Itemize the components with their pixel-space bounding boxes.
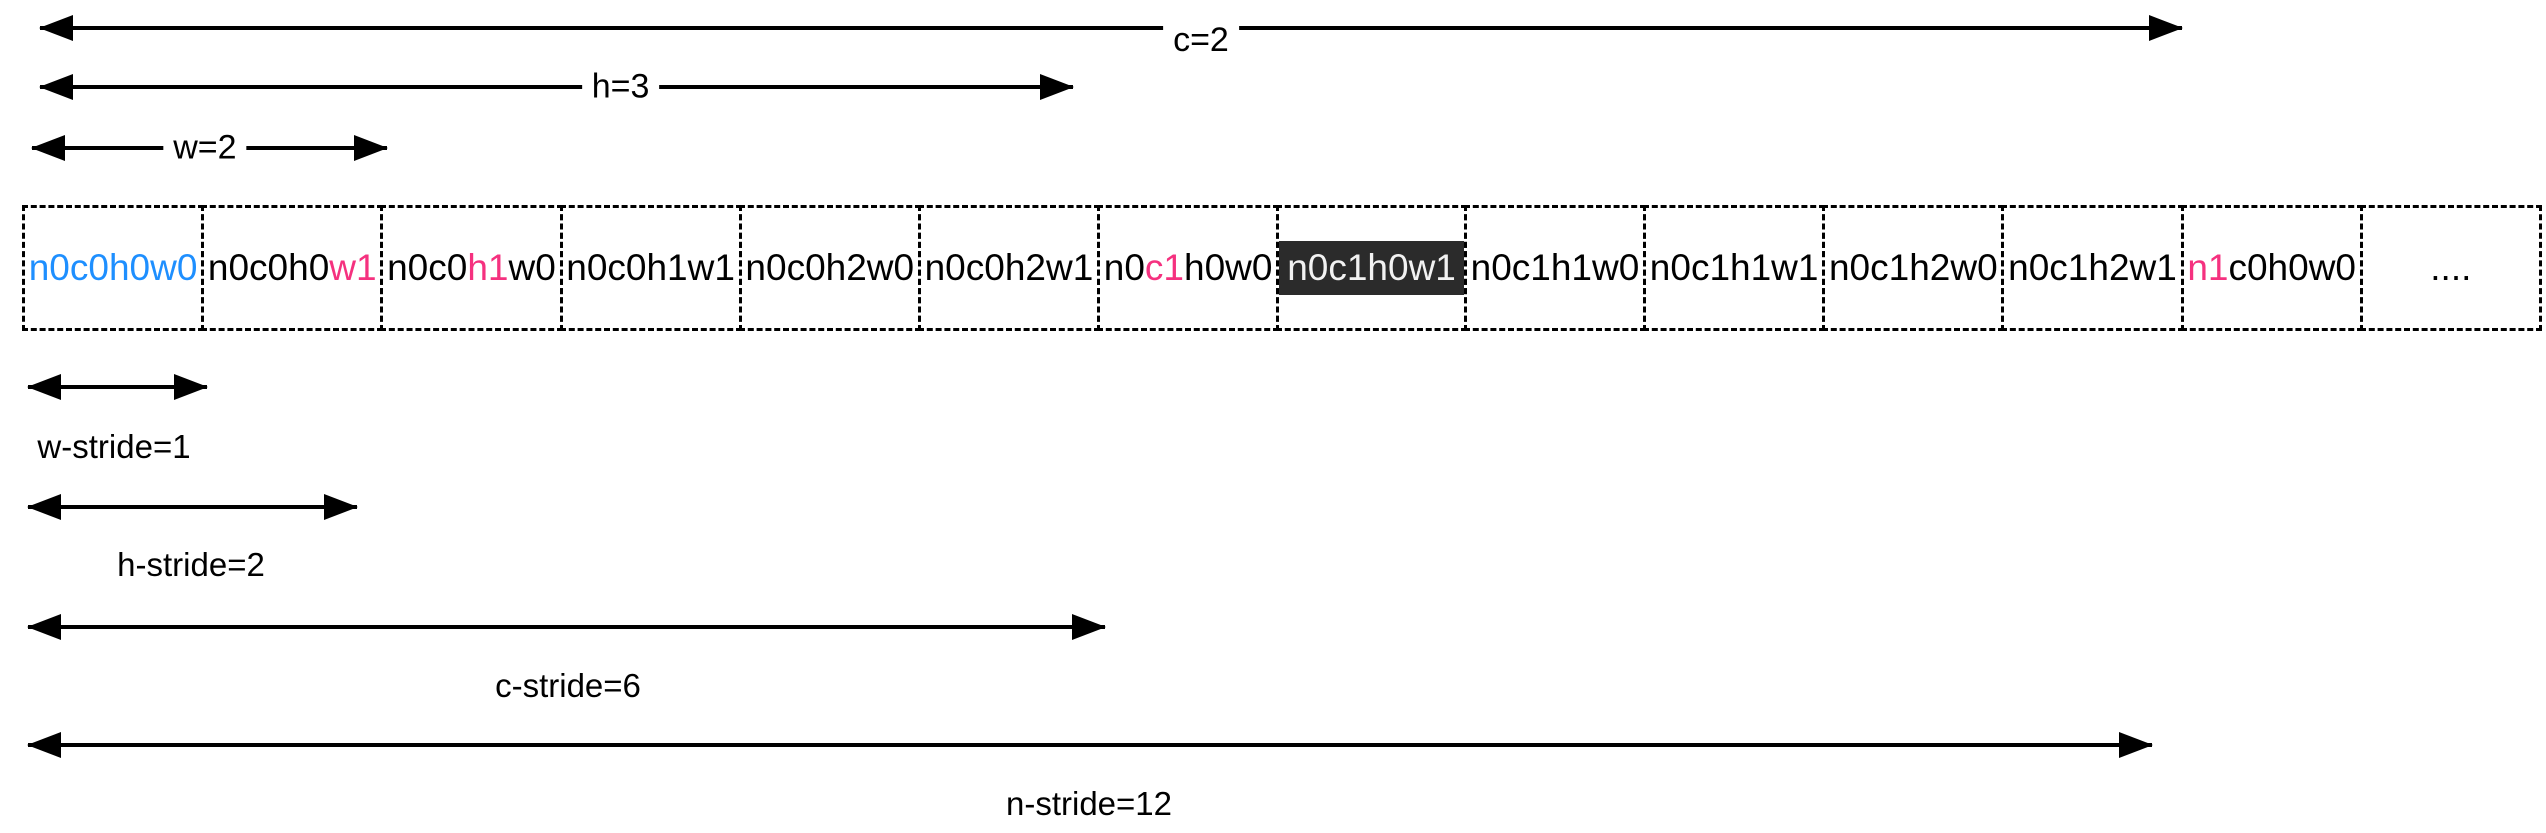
cell-text-segment: n0c0h0 bbox=[207, 246, 330, 288]
cell-text-segment: n1 bbox=[2187, 246, 2229, 288]
memory-cell-text: n0c0h1w1 bbox=[566, 246, 735, 290]
memory-cell-10: n0c1h2w0 bbox=[1822, 205, 2005, 331]
dimension-arrow-h: h=3 bbox=[40, 67, 1073, 107]
memory-cell-text: n0c0h0w0 bbox=[29, 246, 198, 290]
dimension-arrow-h-label: h=3 bbox=[581, 67, 660, 107]
cell-text-segment: n0c0h2w1 bbox=[924, 246, 1094, 288]
cell-text-segment: n0c1h2w1 bbox=[2008, 246, 2177, 288]
memory-cell-13: .... bbox=[2359, 205, 2542, 331]
cell-text-segment: c0h0w0 bbox=[2228, 246, 2356, 288]
cell-text-segment: h0w0 bbox=[1184, 246, 1273, 288]
cell-text-segment: w1 bbox=[329, 246, 377, 288]
cell-text-segment: n0c1h0w1 bbox=[1287, 246, 1456, 288]
cell-text-segment: c1 bbox=[1144, 246, 1184, 288]
stride-arrow-n-label: n-stride=12 bbox=[1005, 785, 1173, 822]
memory-cell-8: n0c1h1w0 bbox=[1463, 205, 1647, 331]
memory-cell-text: n0c1h0w0 bbox=[1104, 246, 1273, 290]
memory-cell-text: n0c0h2w0 bbox=[745, 246, 914, 290]
memory-cell-text: n0c0h2w1 bbox=[925, 246, 1094, 290]
memory-cell-text: n0c1h2w0 bbox=[1829, 246, 1998, 290]
memory-cell-text: n0c1h1w0 bbox=[1471, 246, 1640, 290]
dimension-arrow-c-label: c=2 bbox=[1163, 21, 1239, 61]
memory-cell-9: n0c1h1w1 bbox=[1643, 205, 1826, 331]
memory-cell-text: .... bbox=[2430, 246, 2471, 290]
memory-cell-5: n0c0h2w1 bbox=[917, 205, 1101, 331]
memory-cell-text: n0c1h1w1 bbox=[1650, 246, 1819, 290]
stride-arrow-w-label: w-stride=1 bbox=[37, 428, 191, 465]
memory-cell-11: n0c1h2w1 bbox=[2001, 205, 2184, 331]
cell-text-segment: n0c0h2w0 bbox=[745, 246, 915, 288]
memory-cell-text: n1c0h0w0 bbox=[2187, 246, 2356, 290]
cell-text-segment: n0c0h0w0 bbox=[28, 246, 198, 288]
cell-text-segment: n0c0h1w1 bbox=[566, 246, 735, 288]
memory-cell-7: n0c1h0w1 bbox=[1276, 205, 1467, 331]
dimension-arrow-w: w=2 bbox=[32, 128, 387, 168]
cell-text-segment: h1 bbox=[467, 246, 509, 288]
memory-cell-text: n0c0h1w0 bbox=[387, 246, 556, 290]
memory-cell-3: n0c0h1w1 bbox=[559, 205, 742, 331]
cell-text-segment: w0 bbox=[508, 246, 556, 288]
memory-cell-text-highlighted: n0c1h0w1 bbox=[1279, 240, 1464, 296]
memory-cell-text: n0c1h2w1 bbox=[2008, 246, 2177, 290]
cell-text-segment: n0c1h2w0 bbox=[1828, 246, 1998, 288]
memory-cell-4: n0c0h2w0 bbox=[738, 205, 921, 331]
stride-arrow-w bbox=[28, 385, 207, 389]
stride-arrow-n bbox=[28, 743, 2152, 747]
memory-cell-12: n1c0h0w0 bbox=[2180, 205, 2363, 331]
cell-text-segment: n0c1h1w0 bbox=[1470, 246, 1640, 288]
stride-arrow-c-label: c-stride=6 bbox=[495, 667, 641, 704]
stride-arrow-c bbox=[28, 625, 1105, 629]
dimension-arrow-c: c=2 bbox=[40, 21, 2182, 61]
memory-cell-text: n0c0h0w1 bbox=[208, 246, 377, 290]
cell-text-segment: .... bbox=[2430, 246, 2472, 288]
dimension-arrow-w-label: w=2 bbox=[163, 128, 247, 168]
memory-cell-6: n0c1h0w0 bbox=[1097, 205, 1280, 331]
memory-cell-0: n0c0h0w0 bbox=[22, 205, 205, 331]
stride-arrow-h bbox=[28, 505, 357, 509]
cell-text-segment: n0c0 bbox=[387, 246, 468, 288]
cell-text-segment: n0 bbox=[1103, 246, 1145, 288]
cell-text-segment: n0c1h1w1 bbox=[1649, 246, 1819, 288]
memory-cell-1: n0c0h0w1 bbox=[201, 205, 384, 331]
stride-arrow-h-label: h-stride=2 bbox=[117, 546, 265, 583]
memory-cell-2: n0c0h1w0 bbox=[380, 205, 563, 331]
